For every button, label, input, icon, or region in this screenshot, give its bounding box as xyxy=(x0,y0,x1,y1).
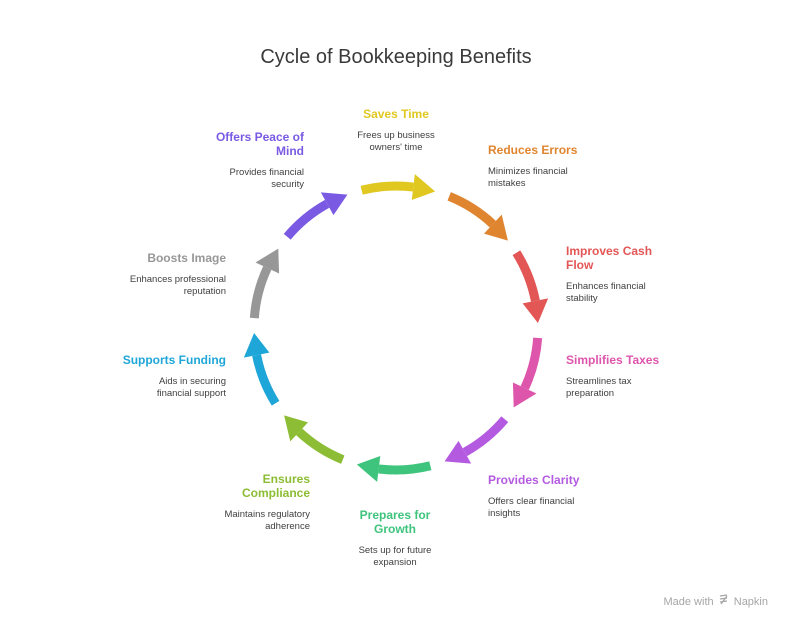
step-desc: Enhances financial stability xyxy=(566,281,646,304)
arrow-shaft xyxy=(520,337,543,390)
arrow-head xyxy=(444,440,472,464)
step-desc: Aids in securing financial support xyxy=(156,376,226,399)
arrow-head xyxy=(243,332,270,358)
arrow-improves-cash-flow xyxy=(512,250,549,324)
step-title: Prepares for Growth xyxy=(359,508,431,536)
arrow-head xyxy=(512,382,537,408)
arrow-shaft xyxy=(249,266,272,319)
step-desc: Offers clear financial insights xyxy=(488,496,575,519)
step-supports-funding: Supports Funding Aids in securing financ… xyxy=(86,353,226,400)
arrow-shaft xyxy=(283,199,330,240)
arrow-shaft xyxy=(360,181,414,195)
arrow-head xyxy=(320,192,348,216)
step-ensures-compliance: Ensures Compliance Maintains regulatory … xyxy=(210,472,310,533)
made-with-napkin[interactable]: Made with Napkin xyxy=(663,594,768,608)
arrow-prepares-for-growth xyxy=(356,456,432,482)
step-title: Simplifies Taxes xyxy=(566,353,660,367)
arrow-ensures-compliance xyxy=(284,415,345,464)
footer-text: Made with xyxy=(663,596,714,608)
arrow-shaft xyxy=(296,428,345,464)
step-desc: Minimizes financial mistakes xyxy=(488,166,568,189)
step-prepares-for-growth: Prepares for Growth Sets up for future e… xyxy=(345,508,445,569)
arrow-shaft xyxy=(462,416,509,457)
step-title: Reduces Errors xyxy=(488,143,578,157)
step-desc: Enhances professional reputation xyxy=(129,274,226,297)
step-title: Saves Time xyxy=(363,107,429,121)
arrow-head xyxy=(411,174,436,200)
step-provides-clarity: Provides Clarity Offers clear financial … xyxy=(488,473,628,520)
arrow-shaft xyxy=(447,192,496,228)
footer-brand: Napkin xyxy=(733,596,768,608)
arrow-supports-funding xyxy=(243,332,280,406)
arrow-head xyxy=(255,248,280,274)
step-title: Boosts Image xyxy=(147,251,226,265)
step-offers-peace-of-mind: Offers Peace of Mind Provides financial … xyxy=(194,130,304,191)
arrow-simplifies-taxes xyxy=(512,337,543,408)
step-simplifies-taxes: Simplifies Taxes Streamlines tax prepara… xyxy=(566,353,706,400)
arrow-saves-time xyxy=(360,174,436,200)
step-desc: Provides financial security xyxy=(229,167,304,190)
step-title: Ensures Compliance xyxy=(241,472,310,500)
arrow-head xyxy=(356,456,381,482)
arrow-reduces-errors xyxy=(447,192,508,241)
step-title: Provides Clarity xyxy=(488,473,580,487)
arrow-head xyxy=(483,214,508,241)
arrow-offers-peace-of-mind xyxy=(283,192,348,240)
arrow-head xyxy=(522,298,549,324)
step-title: Offers Peace of Mind xyxy=(215,130,304,158)
napkin-logo-icon xyxy=(719,594,729,608)
arrow-shaft xyxy=(252,354,280,406)
step-title: Improves Cash Flow xyxy=(566,244,653,272)
step-desc: Sets up for future expansion xyxy=(358,545,432,568)
step-desc: Frees up business owners' time xyxy=(357,130,435,153)
arrow-shaft xyxy=(378,461,432,475)
step-boosts-image: Boosts Image Enhances professional reput… xyxy=(86,251,226,298)
arrow-shaft xyxy=(512,250,540,302)
arrow-head xyxy=(284,415,309,442)
step-title: Supports Funding xyxy=(122,353,226,367)
step-desc: Maintains regulatory adherence xyxy=(224,509,310,532)
step-reduces-errors: Reduces Errors Minimizes financial mista… xyxy=(488,143,628,190)
step-desc: Streamlines tax preparation xyxy=(566,376,632,399)
arrow-provides-clarity xyxy=(444,416,509,464)
step-improves-cash-flow: Improves Cash Flow Enhances financial st… xyxy=(566,244,666,305)
arrow-boosts-image xyxy=(249,248,280,319)
diagram-title: Cycle of Bookkeeping Benefits xyxy=(260,46,532,68)
step-saves-time: Saves Time Frees up business owners' tim… xyxy=(326,107,466,154)
